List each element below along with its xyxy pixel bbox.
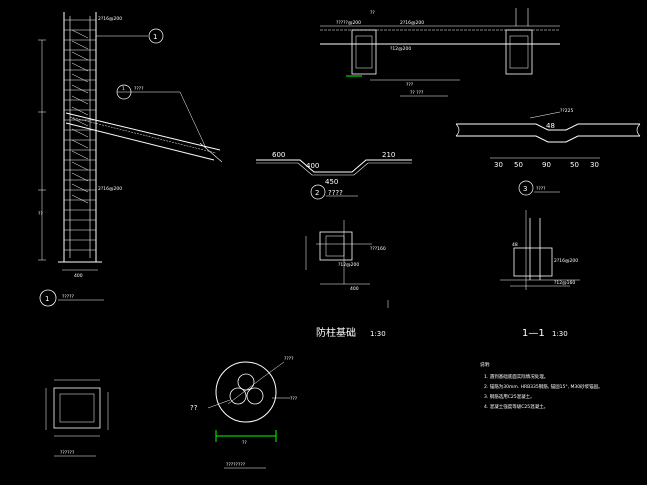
detail-2-callout-num: 2 — [315, 189, 319, 197]
stair-hatch-line — [71, 117, 89, 127]
stair-hatch-line — [71, 150, 89, 160]
plan-dim: 400 — [350, 286, 359, 292]
rod-dim-4: 30 — [590, 161, 599, 169]
stair-hatch-line — [71, 128, 89, 138]
bent-dim-right: 210 — [382, 151, 395, 159]
wall-caption-num: 1 — [45, 295, 49, 303]
notes-item-3: 3. 钢筋选用C25混凝土。 — [484, 393, 535, 400]
stair-hatch-line — [71, 194, 89, 204]
beam-label-b: 2?16@200 — [400, 20, 424, 26]
stair-hatch-line — [71, 161, 89, 171]
notes-item-4: 4. 混凝土强度等级C25混凝土。 — [484, 403, 548, 410]
section-label-right: 2?16@200 — [554, 258, 578, 264]
rod-center-dim: 48 — [546, 122, 555, 130]
notes-item-1: 1. 遇到基础底面实际情况处理。 — [484, 373, 548, 380]
beam-elevation-detail: ?? ?????@200 2?16@200 ?12@200 ??? ?? ??? — [320, 8, 560, 97]
detail-3-callout-num: 3 — [523, 185, 527, 193]
wall-section-detail: 400 2?16@200 2?16@200 ?? 1 1 ???? 1 ????… — [38, 12, 223, 307]
plan-detail: ???160 ?12@200 400 防柱基础 1:30 — [305, 220, 389, 339]
bent-dim-mid-right: 450 — [325, 178, 338, 186]
circle-label-left: ?? — [190, 404, 198, 412]
callout-2-number: 1 — [122, 86, 125, 92]
section-label-bot: ?12@160 — [554, 280, 575, 286]
section-caption: 1—1 — [522, 328, 545, 339]
stair-hatch-line — [71, 172, 89, 182]
callout-circle-1 — [148, 28, 164, 44]
beam-dim-label: ??? — [406, 82, 414, 88]
rod-dim-2: 90 — [542, 161, 551, 169]
rod-dim-3: 50 — [570, 161, 579, 169]
stair-hatch-line — [71, 95, 89, 105]
stair-hatch-line — [71, 139, 89, 149]
stair-hatch-line — [71, 84, 89, 94]
stair-hatch-line — [71, 51, 89, 61]
stair-hatch-line — [71, 62, 89, 72]
beam-top-label: ?? — [370, 10, 375, 16]
rod-detail: ??225 48 30 50 90 50 30 3 ???? — [455, 108, 641, 196]
rod-rebar-label: ??225 — [560, 108, 574, 114]
notes-block: 说明: 1. 遇到基础底面实际情况处理。 2. 锚筋为30mm. HRB335钢… — [480, 361, 603, 410]
detail-2-callout-circle — [310, 184, 326, 200]
circle-outer — [215, 361, 277, 423]
section-scale: 1:30 — [552, 330, 568, 338]
rod-dim-1: 50 — [514, 161, 523, 169]
circle-bolt-b — [229, 387, 247, 405]
detail-2-callout-label: ???? — [328, 189, 343, 197]
wall-leader-label-bot: ?? — [38, 211, 43, 217]
stair-hatch-line — [71, 29, 89, 39]
circle-label-right: ??? — [290, 396, 298, 402]
plan-label-bot: ?12@200 — [338, 262, 359, 268]
stair-hatch-line — [71, 40, 89, 50]
wall-leader-label-top: 2?16@200 — [98, 16, 122, 22]
circle-bolt-detail: ???? ?? ??? ?? ???????? — [190, 356, 298, 469]
circle-label-top: ???? — [284, 356, 294, 362]
beam-label-a: ?????@200 — [336, 20, 361, 26]
bent-bar-detail: 600 400 450 210 2 ???? — [256, 151, 412, 200]
circle-bolt-c — [246, 387, 264, 405]
notes-item-2: 2. 锚筋为30mm. HRB335钢筋, 锚固15°, M30砂浆锚固。 — [484, 383, 603, 390]
plan-scale: 1:30 — [370, 330, 386, 338]
bent-dim-left: 600 — [272, 151, 285, 159]
callout-1-number: 1 — [153, 33, 157, 41]
section-1-1-detail: 48 2?16@200 ?12@160 1—1 1:30 — [500, 210, 580, 339]
circle-dim: ?? — [242, 440, 247, 446]
detail-3-callout-circle — [518, 180, 534, 196]
stair-hatch-line — [71, 183, 89, 193]
column-section-detail: ?????? — [45, 379, 109, 457]
stair-hatch-line — [71, 73, 89, 83]
notes-title: 说明: — [480, 361, 491, 368]
beam-label-c: ?12@200 — [390, 46, 411, 52]
wall-caption-circle — [39, 289, 57, 307]
wall-leader-label-mid: 2?16@200 — [98, 186, 122, 192]
wall-caption: ????? — [62, 294, 75, 300]
stair-hatch-line — [71, 106, 89, 116]
wall-width-dim: 400 — [74, 273, 83, 279]
circle-caption: ???????? — [226, 462, 246, 468]
beam-caption: ?? ??? — [410, 90, 424, 96]
callout-2-label: ???? — [134, 86, 144, 92]
column-caption: ?????? — [60, 450, 75, 456]
bent-dim-mid-left: 400 — [306, 162, 319, 170]
section-label-top: 48 — [512, 242, 518, 248]
plan-caption: 防柱基础 — [316, 326, 356, 339]
detail-3-callout-label: ???? — [536, 186, 546, 192]
plan-label-right: ???160 — [370, 246, 386, 252]
rod-dim-0: 30 — [494, 161, 503, 169]
